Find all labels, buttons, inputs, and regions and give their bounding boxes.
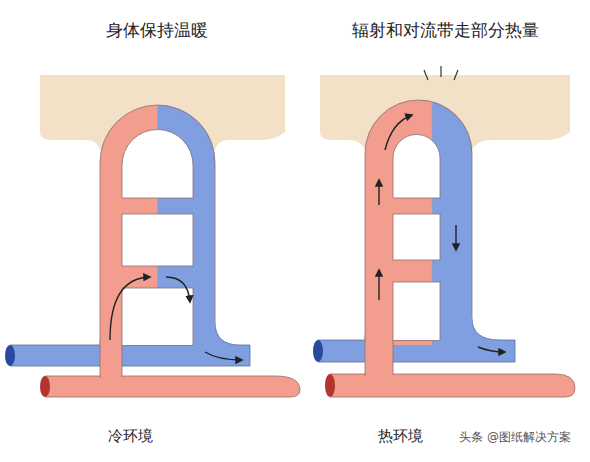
cold-panel [5, 75, 300, 397]
flow-arrow [378, 270, 379, 300]
flow-arrow [455, 225, 456, 250]
environment-label: 热环境 [378, 427, 423, 445]
heat-waves [424, 66, 458, 80]
vein-opening [5, 345, 15, 366]
artery [45, 376, 300, 397]
flow-arrow [166, 277, 190, 302]
artery-opening [40, 376, 50, 397]
hot-panel [313, 66, 575, 397]
watermark: 头条 @图纸解决方案 [459, 430, 571, 444]
panel-heading: 身体保持温暖 [106, 20, 208, 40]
flow-arrow [478, 347, 505, 352]
flow-arrow [378, 180, 379, 205]
artery-opening [325, 374, 335, 397]
panel-heading: 辐射和对流带走部分热量 [352, 20, 539, 40]
flow-arrow [385, 115, 412, 150]
vein-opening [313, 340, 323, 362]
flow-arrow [205, 352, 242, 360]
environment-label: 冷环境 [108, 427, 153, 445]
flow-arrow [110, 277, 150, 340]
